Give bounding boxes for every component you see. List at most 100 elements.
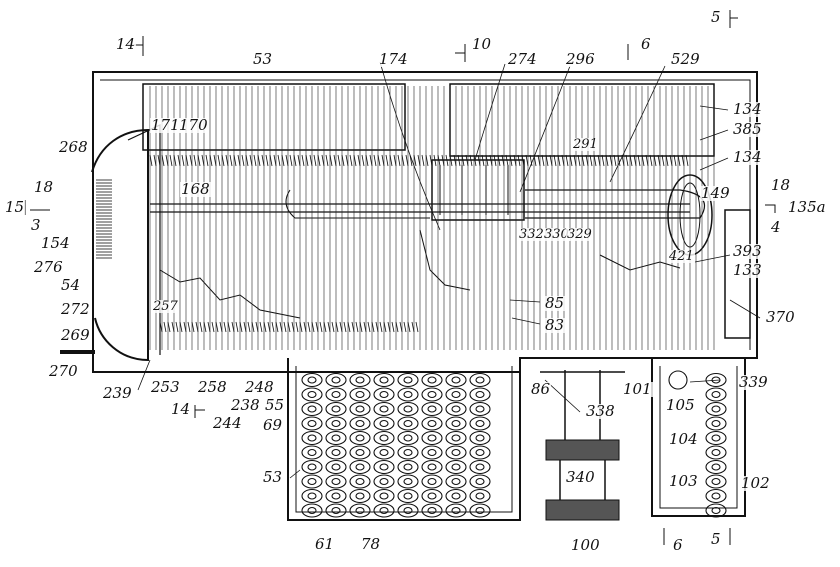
rack-tooth (415, 321, 419, 333)
ref-label-170: 170 (178, 116, 209, 134)
rack-tooth (509, 154, 513, 167)
key-cap (421, 488, 443, 504)
ref-label-149: 149 (700, 184, 731, 202)
rack-tooth (199, 321, 203, 333)
key-cap-center (427, 506, 437, 515)
rack-tooth (283, 321, 287, 333)
key-cap (421, 372, 443, 388)
key-cap-center (307, 390, 317, 399)
key-cap-center (403, 506, 413, 515)
key-cap (397, 416, 419, 431)
rack-tooth (209, 154, 213, 167)
rack-tooth (241, 154, 245, 167)
key-cap (397, 401, 419, 417)
key-cap-center (379, 390, 389, 399)
rack-tooth (403, 321, 407, 333)
rack-tooth (417, 154, 421, 167)
rack-tooth (657, 154, 661, 167)
key-cap-center (379, 448, 389, 457)
rack-tooth (411, 321, 415, 333)
rack-tooth (533, 154, 537, 167)
key-cap-center (379, 376, 389, 384)
key-cap-center (403, 492, 413, 500)
key-cap-center (331, 477, 341, 486)
rack-tooth (573, 154, 577, 167)
ref-label-239: 239 (102, 384, 133, 402)
rack-tooth (373, 154, 377, 167)
rack-tooth (263, 321, 267, 333)
rack-tooth (351, 321, 355, 333)
key-cap (397, 387, 419, 402)
key-cap (469, 459, 491, 475)
key-cap-center (379, 419, 389, 428)
rack-tooth (399, 321, 403, 333)
rack-tooth (225, 154, 229, 167)
rack-tooth (517, 154, 521, 167)
key-cap (469, 372, 491, 388)
rack-tooth (297, 154, 301, 167)
ref-label-69: 69 (262, 416, 284, 434)
ref-label-421: 421 (668, 249, 695, 264)
ref-label-385: 385 (732, 120, 763, 138)
rack-tooth (481, 154, 485, 167)
key-cap (325, 503, 347, 518)
key-cap (325, 430, 347, 446)
key-cap-center (475, 419, 485, 428)
key-cap-center (331, 376, 341, 384)
frame-outline (24, 10, 776, 545)
key-cap (301, 488, 323, 504)
key-cap-center (307, 477, 317, 486)
ref-label-244: 244 (212, 414, 243, 432)
key-cap (445, 416, 467, 431)
rack-tooth (629, 154, 633, 167)
key-cap-center (403, 463, 413, 471)
ref-label-393: 393 (732, 242, 763, 260)
rack-tooth (323, 321, 327, 333)
key-cap-center (379, 463, 389, 471)
key-cap (445, 474, 467, 489)
rack-tooth (319, 321, 323, 333)
key-cap-center (379, 506, 389, 515)
key-cap-center (379, 405, 389, 413)
key-cap (421, 387, 443, 402)
ref-label-15: 15 (4, 198, 26, 216)
rack-tooth (273, 154, 277, 167)
key-cap (349, 387, 371, 402)
ref-label-154: 154 (40, 234, 71, 252)
rack-tooth (605, 154, 609, 167)
key-cap (705, 387, 727, 402)
key-cap-center (307, 492, 317, 500)
rack-tooth (295, 321, 299, 333)
ref-label-258: 258 (197, 378, 228, 396)
key-cap-center (403, 405, 413, 413)
rack-tooth (501, 154, 505, 167)
key-cap-center (427, 376, 437, 384)
rack-tooth (357, 154, 361, 167)
ref-label-103: 103 (668, 472, 699, 490)
rack-tooth (189, 154, 193, 167)
ref-label-370: 370 (765, 308, 796, 326)
rack-tooth (365, 154, 369, 167)
ref-label-5-top: 5 (710, 8, 722, 26)
ref-label-338: 338 (585, 402, 616, 420)
rack-tooth (429, 154, 433, 167)
key-cap-center (355, 376, 365, 384)
key-cap (445, 401, 467, 417)
rack-tooth (193, 154, 197, 167)
rack-tooth (393, 154, 397, 167)
key-cap (301, 459, 323, 475)
rack-tooth (315, 321, 319, 333)
ref-label-3: 3 (30, 216, 42, 234)
rack-tooth (465, 154, 469, 167)
ref-label-18-left: 18 (33, 178, 55, 196)
ref-label-134-b: 134 (732, 148, 763, 166)
key-cap-center (307, 506, 317, 515)
rack-tooth (301, 154, 305, 167)
ref-label-168: 168 (180, 180, 211, 198)
rack-tooth (231, 321, 235, 333)
key-cap-center (355, 492, 365, 500)
rack-tooth (485, 154, 489, 167)
rack-tooth (473, 154, 477, 167)
ref-label-253: 253 (150, 378, 181, 396)
